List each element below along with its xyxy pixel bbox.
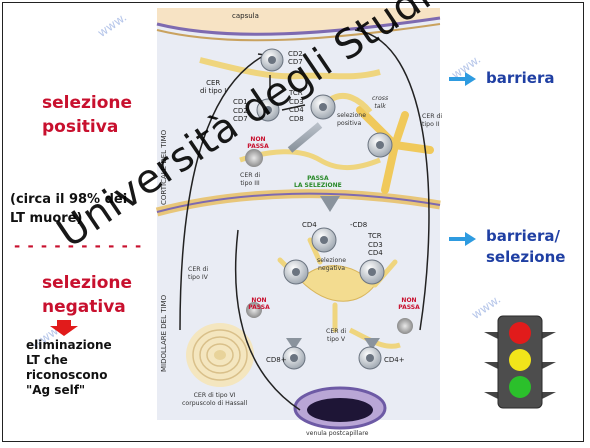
thymocyte-cells — [245, 48, 413, 370]
label-cd8-plus: CD8+ — [266, 356, 287, 364]
dendritic-cell — [356, 106, 434, 194]
label-cd1-cd2-cd7: CD1 CD2 CD7 — [233, 98, 248, 123]
label-non-passa-2: NON PASSA — [248, 297, 270, 311]
label-venula: venula postcapillare — [306, 430, 369, 437]
divider-dashes: - - - - - - - - - - — [14, 237, 143, 255]
label-cross-talk: cross talk — [372, 95, 389, 110]
label-cd2-cd7: CD2 CD7 — [288, 50, 303, 66]
label-selezione-positiva: selezione positiva — [337, 112, 367, 127]
label-cd8-neg: -CD8 — [350, 221, 368, 229]
capsule-area — [157, 8, 440, 35]
mortality-note: (circa il 98% dei LT muore) — [10, 192, 128, 226]
arrow-right-icon — [449, 232, 476, 246]
negative-selection-title: selezione negativa — [42, 273, 133, 317]
label-cer-tipo-4: CER di tipo IV — [188, 266, 209, 281]
label-tcr-cd3-cd4-cd8: TCR CD3 CD4 CD8 — [289, 89, 304, 123]
barrier-label: barriera — [486, 69, 555, 87]
label-corticale: CORTICALE DEL TIMO — [160, 129, 168, 205]
label-non-passa-3: NON PASSA — [398, 297, 420, 311]
label-cer-tipo-2: CER di tipo II — [422, 113, 443, 128]
label-passa-la-selezione: PASSA LA SELEZIONE — [294, 175, 342, 189]
positive-selection-title: selezione positiva — [42, 93, 133, 137]
label-cer-tipo-3: CER di tipo III — [240, 172, 261, 187]
slide-frame — [2, 2, 584, 442]
label-non-passa: NON PASSA — [247, 136, 269, 150]
label-tcr-cd3-cd4: TCR CD3 CD4 — [368, 232, 383, 257]
down-arrow-icon — [50, 320, 78, 336]
label-cer-tipo-1: CER di tipo I — [200, 79, 227, 95]
postcapillary-venule — [293, 386, 387, 430]
hassall-corpuscle — [186, 323, 254, 387]
arrow-right-icon — [449, 72, 476, 86]
label-capsula: capsula — [232, 12, 259, 20]
barrier-selection-label: barriera/ selezione — [486, 227, 566, 266]
label-midollare: MIDOLLARE DEL TIMO — [160, 294, 168, 372]
label-selezione-negativa: selezione negativa — [317, 257, 347, 272]
label-cer-tipo-5: CER di tipo V — [326, 328, 347, 343]
label-cd4-plus: CD4+ — [384, 356, 405, 364]
label-cer-tipo-6: CER di tipo VI corpuscolo di Hassall — [182, 392, 248, 407]
label-cd4b: CD4 — [302, 221, 317, 229]
traffic-light-icon — [484, 315, 556, 409]
elimination-note: eliminazione LT che riconoscono "Ag self… — [26, 338, 112, 397]
capsule-line — [156, 16, 441, 36]
